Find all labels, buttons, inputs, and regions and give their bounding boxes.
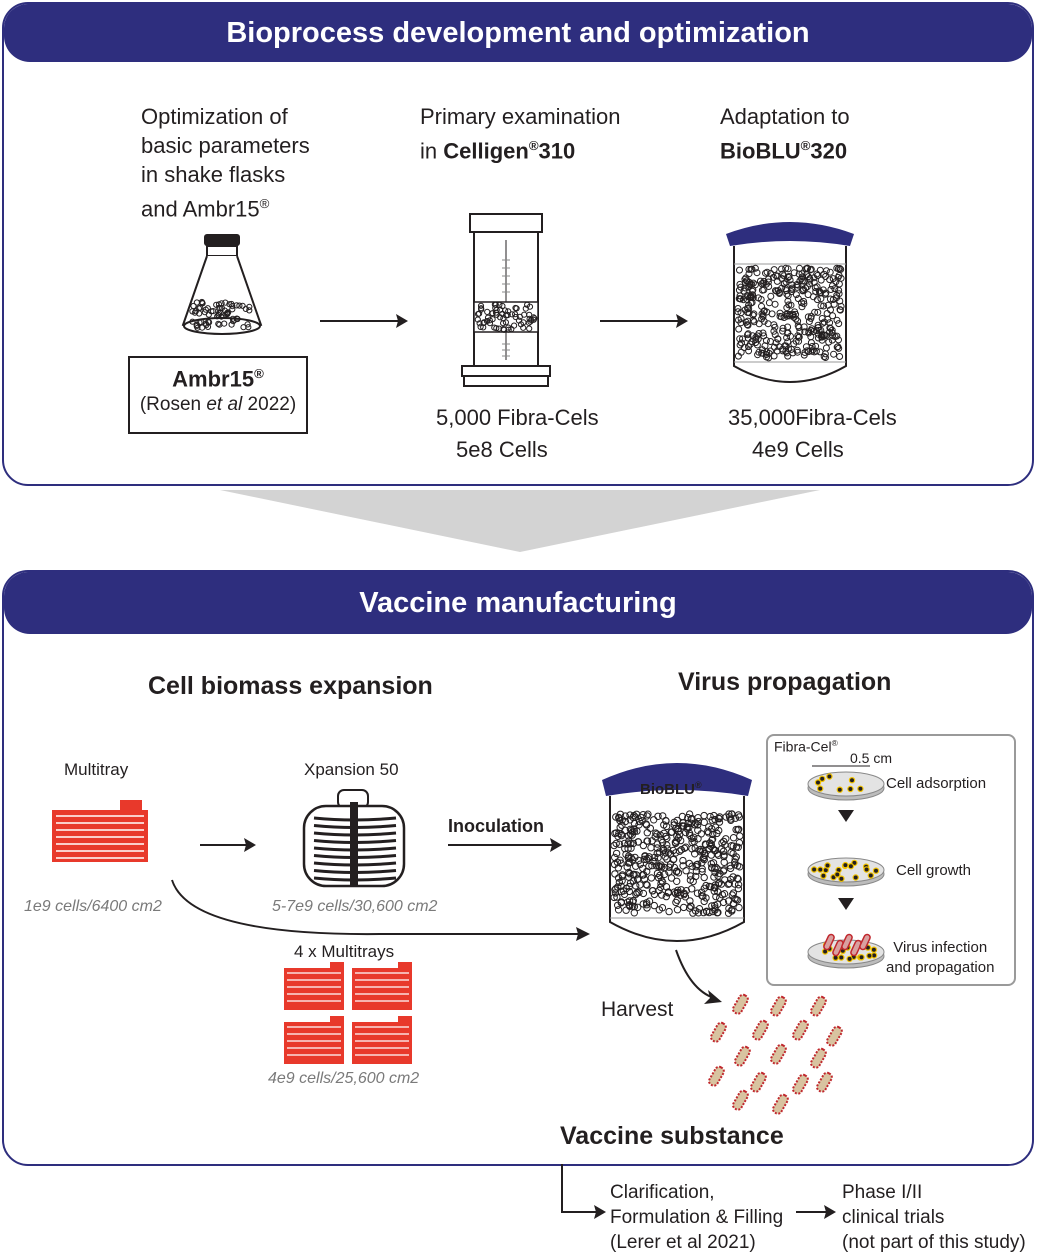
step2-description: Primary examination in Celligen®310 (420, 104, 621, 164)
multitrays4-icon (284, 962, 412, 1064)
virus-particles-icon (707, 993, 843, 1115)
fibracel-scale: 0.5 cm (850, 750, 893, 766)
bioblu320-bioreactor-icon (726, 222, 854, 383)
multitrays4-caption: 4e9 cells/25,600 cm2 (268, 1070, 420, 1087)
arrow-step2-to-step3 (600, 314, 688, 328)
celligen-bioreactor-icon (461, 213, 551, 387)
stage-cell-adsorption: Cell adsorption (886, 775, 987, 792)
xpansion-caption: 5-7e9 cells/30,600 cm2 (272, 898, 438, 915)
stage-virus-infection: Virus infection and propagation (886, 939, 995, 976)
ambr15-box: Ambr15® (Rosen et al 2022) (128, 356, 308, 434)
fibracel-box (766, 734, 1016, 986)
arrow-step1-to-step2 (320, 314, 408, 328)
xpansion-icon (302, 789, 406, 888)
down-arrow (220, 490, 820, 552)
step3-cells: 4e9 Cells (752, 437, 844, 462)
step3-fibracels: 35,000Fibra-Cels (728, 405, 897, 430)
step2-fibracels: 5,000 Fibra-Cels (436, 405, 599, 430)
multitrays4-label: 4 x Multitrays (294, 942, 395, 961)
inoculation-label: Inoculation (448, 816, 544, 836)
bioblu-label: BioBLU® (640, 780, 702, 798)
stage-cell-growth: Cell growth (896, 862, 972, 879)
virus-propagation-heading: Virus propagation (678, 668, 892, 696)
vaccine-substance-label: Vaccine substance (560, 1122, 784, 1150)
fibracel-title: Fibra-Cel® (774, 738, 838, 755)
step1-description: Optimization of basic parameters in shak… (141, 104, 310, 222)
multitray-label: Multitray (64, 760, 129, 779)
manufacturing-banner: Vaccine manufacturing (4, 572, 1032, 634)
bioprocess-panel: Bioprocess development and optimization (2, 2, 1034, 486)
arrow-inoculation (448, 838, 562, 852)
downstream-processing: Clarification, Formulation & Filling (Le… (610, 1182, 784, 1253)
shake-flask-icon (181, 234, 263, 335)
bioblu-bioreactor-icon (602, 763, 752, 942)
fibracel-stages-icon (807, 765, 885, 969)
multitray-icon (52, 800, 148, 862)
step3-description: Adaptation to BioBLU®320 (720, 104, 850, 164)
multitray-caption: 1e9 cells/6400 cm2 (24, 898, 162, 915)
clinical-trials: Phase I/II clinical trials (not part of … (842, 1182, 1026, 1253)
bioprocess-title: Bioprocess development and optimization (226, 17, 810, 49)
step2-cells: 5e8 Cells (456, 437, 548, 462)
cell-biomass-heading: Cell biomass expansion (148, 672, 433, 700)
arrow-multitray-to-xpansion (200, 838, 256, 852)
bioprocess-banner: Bioprocess development and optimization (4, 4, 1032, 62)
xpansion-label: Xpansion 50 (304, 760, 399, 779)
manufacturing-title: Vaccine manufacturing (359, 587, 677, 619)
harvest-label: Harvest (601, 998, 674, 1021)
